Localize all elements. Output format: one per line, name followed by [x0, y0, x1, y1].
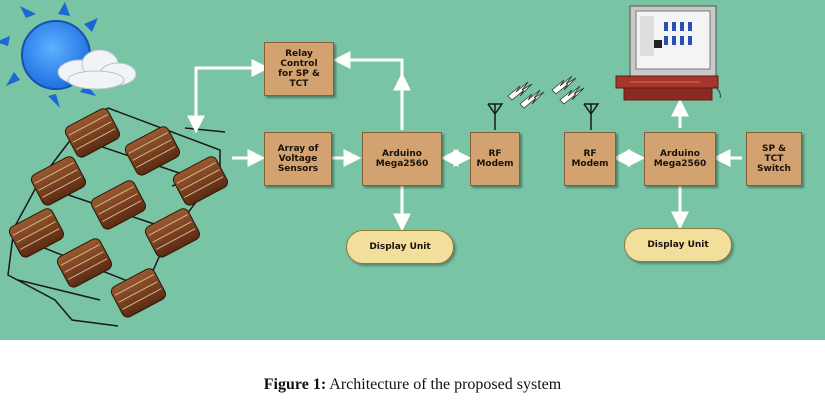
- sp-tct-switch-block: SP & TCT Switch: [746, 132, 802, 186]
- arduino-right-block: Arduino Mega2560: [644, 132, 716, 186]
- diagram-graphics: [0, 2, 742, 327]
- computer-icon: [615, 5, 721, 101]
- arduino-left-block: Arduino Mega2560: [362, 132, 442, 186]
- rf-modem-right-block: RF Modem: [564, 132, 616, 186]
- voltage-sensors-block: Array of Voltage Sensors: [264, 132, 332, 186]
- figure-caption: Figure 1: Architecture of the proposed s…: [0, 376, 825, 394]
- display-unit-right: Display Unit: [624, 228, 732, 262]
- wireless-signal-icon: [507, 75, 585, 109]
- architecture-diagram: Relay Control for SP & TCT Array of Volt…: [0, 0, 825, 340]
- connectors: [187, 51, 742, 232]
- display-unit-left: Display Unit: [346, 230, 454, 264]
- relay-control-block: Relay Control for SP & TCT: [264, 42, 334, 96]
- caption-label: Figure 1:: [263, 376, 327, 393]
- solar-panel-array: [7, 107, 229, 327]
- rf-modem-left-block: RF Modem: [470, 132, 520, 186]
- cloud-icon: [57, 49, 137, 90]
- antenna-icon: [487, 103, 600, 130]
- caption-text: Architecture of the proposed system: [329, 376, 562, 393]
